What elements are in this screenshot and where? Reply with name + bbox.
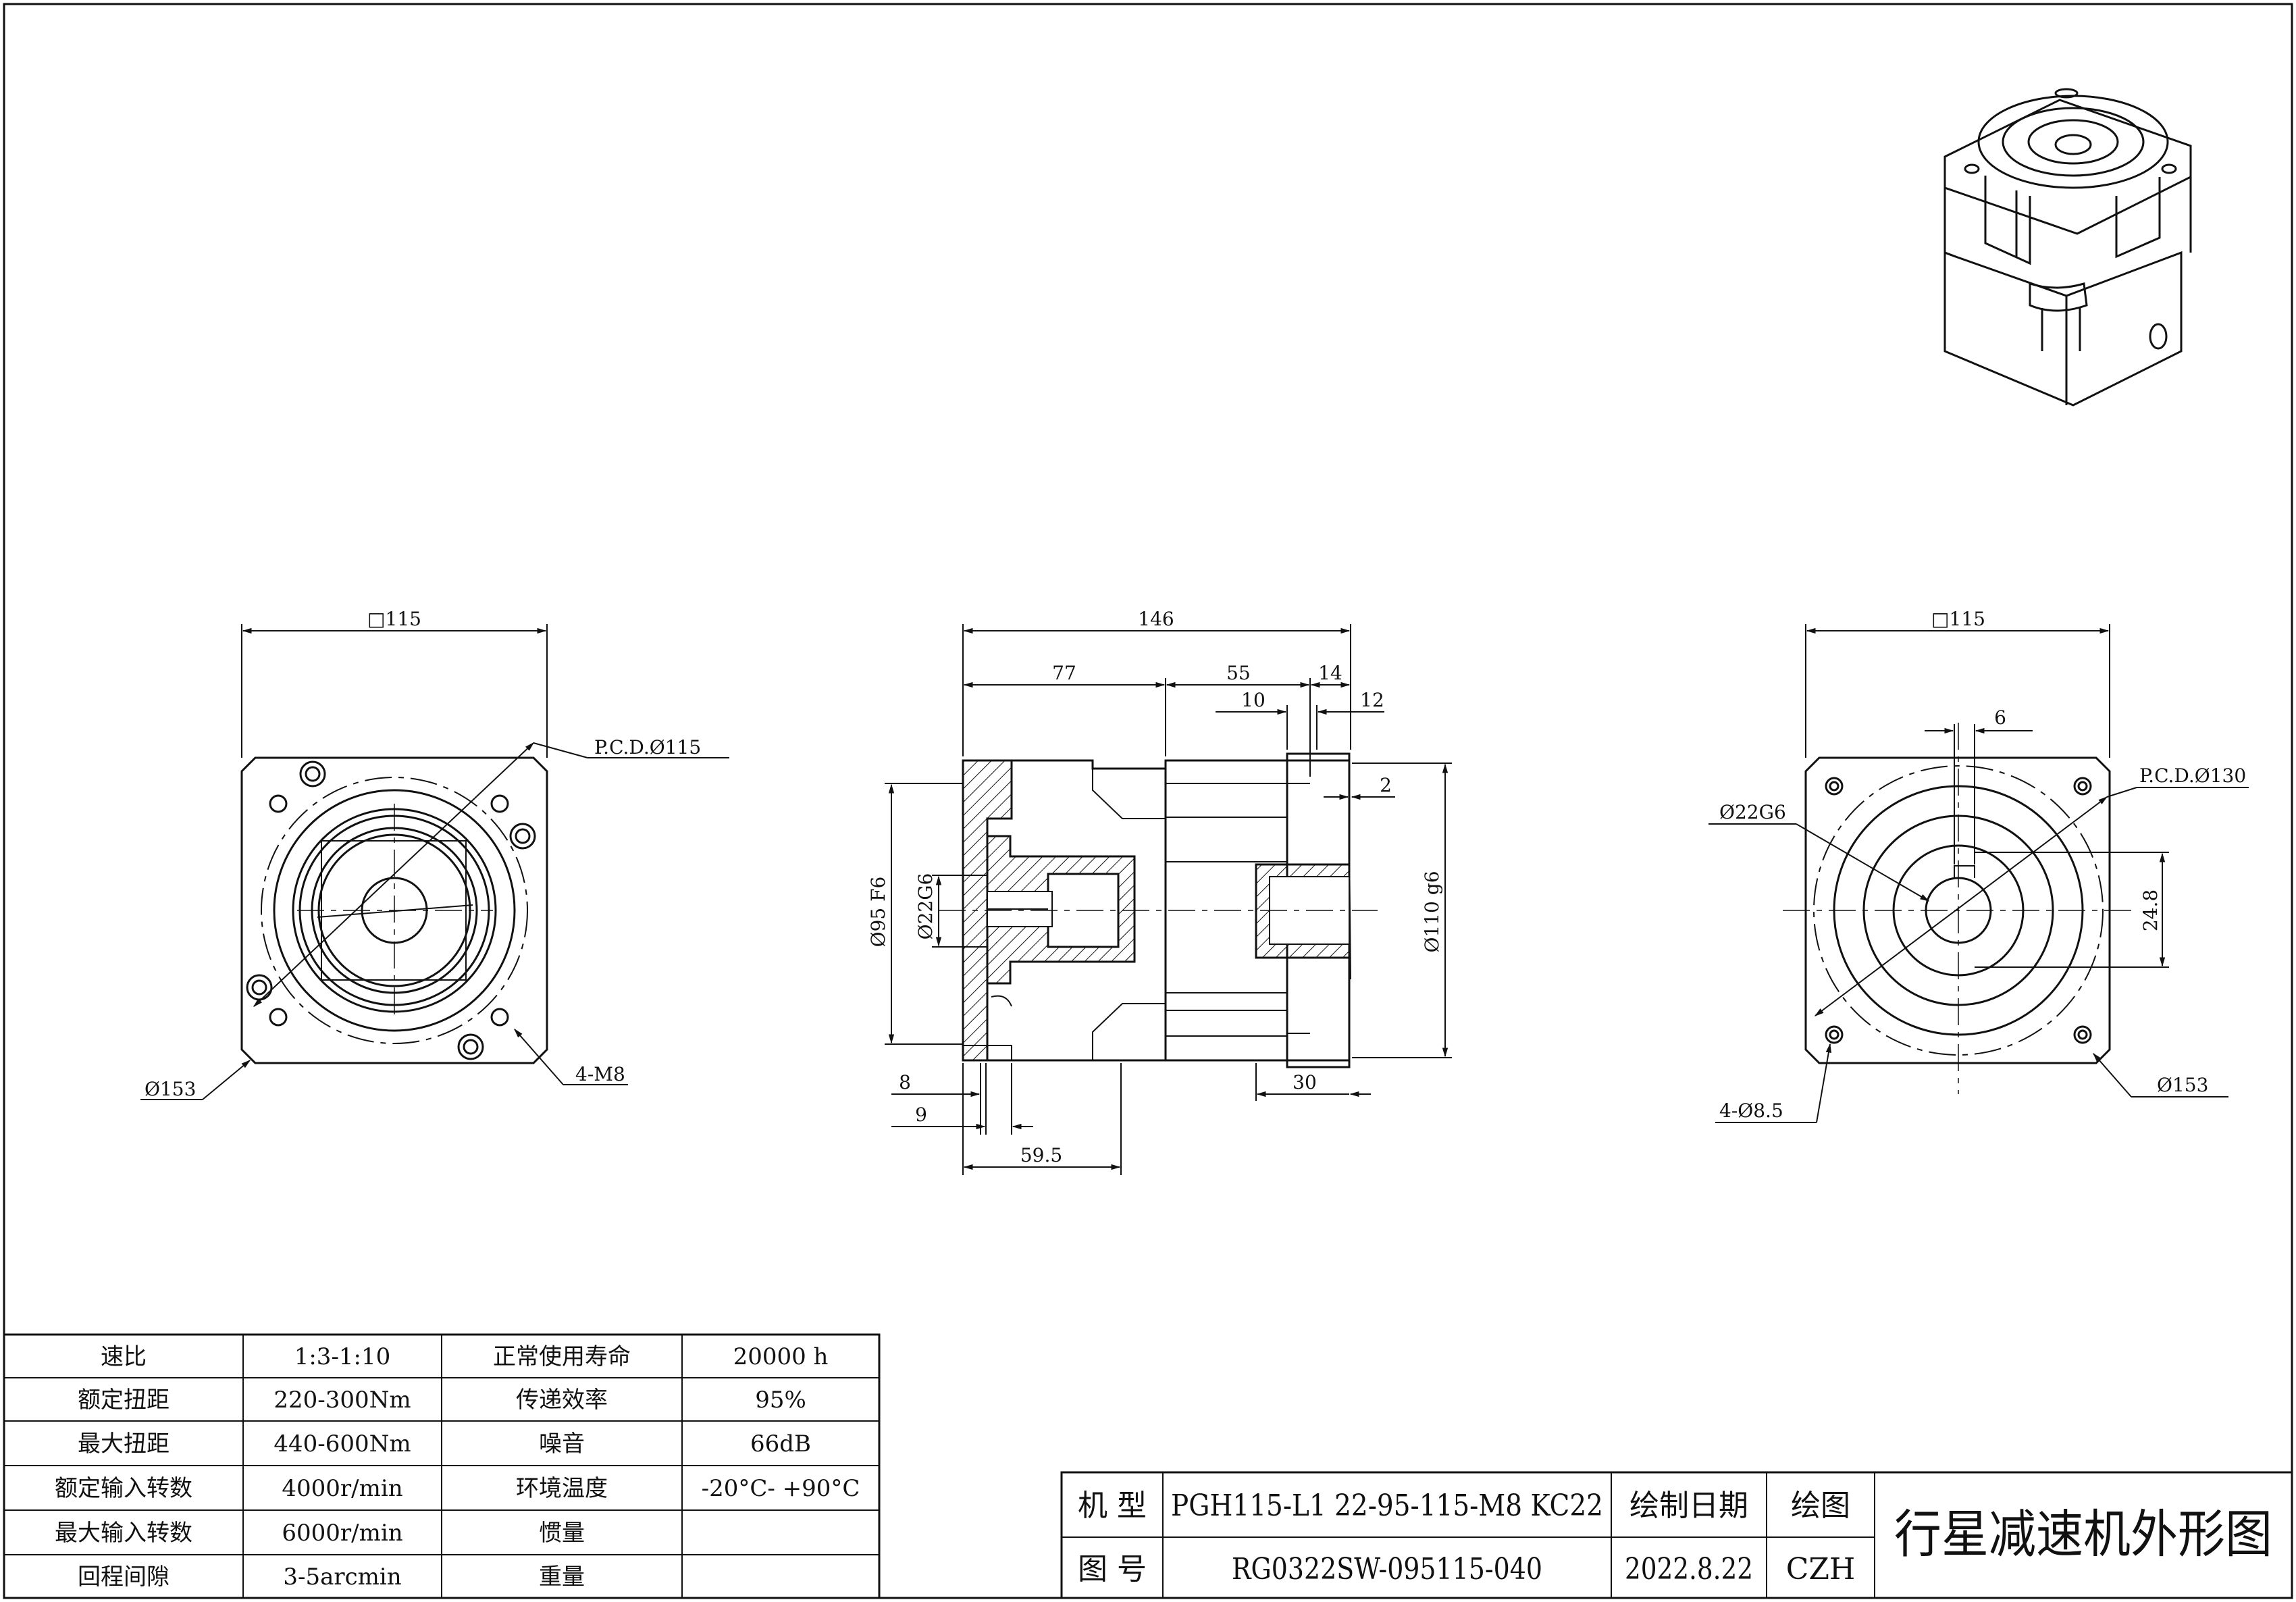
isometric-view bbox=[1943, 88, 2192, 407]
model-value: PGH115-L1 22-95-115-M8 KC22 bbox=[1171, 1489, 1603, 1523]
drawing-title: 行星减速机外形图 bbox=[1894, 1504, 2272, 1564]
side-dimension-text: 146 77 55 14 10 12 2 Ø95 F6 Ø22G6 Ø110 g… bbox=[867, 608, 1443, 1166]
input-bore-diameter-label: Ø22G6 bbox=[914, 873, 937, 940]
drawn-by-value: CZH bbox=[1786, 1552, 1856, 1586]
side-view bbox=[939, 752, 1378, 1068]
spec-param-8: 环境温度 bbox=[516, 1475, 608, 1502]
drawing-no-label: 图 号 bbox=[1078, 1552, 1147, 1586]
body-length-label: 55 bbox=[1226, 662, 1251, 684]
output-shaft-length-label: 30 bbox=[1293, 1071, 1317, 1093]
spec-value-1: 1:3-1:10 bbox=[294, 1343, 391, 1370]
spec-table-grid bbox=[3, 1333, 881, 1599]
spec-value-4: 95% bbox=[755, 1387, 806, 1414]
spec-value-11: 3-5arcmin bbox=[283, 1564, 401, 1591]
drawn-by-label: 绘图 bbox=[1791, 1489, 1850, 1523]
input-length-label: 77 bbox=[1052, 662, 1076, 684]
flange-length-label: 14 bbox=[1318, 662, 1342, 684]
input-depth-9-label: 9 bbox=[915, 1104, 927, 1126]
spec-param-1: 速比 bbox=[101, 1343, 147, 1370]
output-pilot-diameter-label: Ø110 g6 bbox=[1421, 871, 1443, 952]
front-holes-label: 4-M8 bbox=[575, 1063, 625, 1085]
spec-value-8: -20°C- +90°C bbox=[702, 1475, 860, 1502]
key-height-label: 24.8 bbox=[2139, 889, 2162, 931]
ring-width-label: 10 bbox=[1241, 689, 1266, 711]
drawing-no-value: RG0322SW-095115-040 bbox=[1232, 1552, 1542, 1586]
spec-param-3: 额定扭距 bbox=[78, 1387, 169, 1414]
title-block-grid bbox=[1060, 1471, 2293, 1599]
title-block: 机 型 PGH115-L1 22-95-115-M8 KC22 绘制日期 绘图 … bbox=[1078, 1489, 2272, 1586]
spec-table: 速比 1:3-1:10 正常使用寿命 20000 h 额定扭距 220-300N… bbox=[55, 1343, 860, 1591]
spec-param-4: 传递效率 bbox=[516, 1387, 608, 1414]
rear-dimension-text: □115 6 Ø22G6 P.C.D.Ø130 24.8 4-Ø8.5 Ø153 bbox=[1719, 608, 2246, 1122]
front-diameter-label: Ø153 bbox=[145, 1078, 196, 1100]
input-depth-8-label: 8 bbox=[899, 1071, 911, 1093]
date-value: 2022.8.22 bbox=[1625, 1552, 1753, 1586]
model-label: 机 型 bbox=[1078, 1489, 1147, 1523]
spec-value-5: 440-600Nm bbox=[273, 1430, 411, 1457]
spec-param-7: 额定输入转数 bbox=[55, 1475, 192, 1502]
rear-holes-label: 4-Ø8.5 bbox=[1719, 1100, 1783, 1122]
front-pcd-label: P.C.D.Ø115 bbox=[594, 736, 701, 758]
front-dimensions bbox=[140, 624, 729, 1100]
spec-param-2: 正常使用寿命 bbox=[493, 1343, 631, 1370]
key-width-label: 6 bbox=[1994, 706, 2006, 729]
spec-value-9: 6000r/min bbox=[282, 1520, 402, 1547]
overall-length-label: 146 bbox=[1138, 608, 1174, 630]
side-dimensions bbox=[885, 624, 1452, 1175]
pilot-offset-label: 2 bbox=[1380, 774, 1392, 796]
spec-param-9: 最大输入转数 bbox=[55, 1520, 192, 1547]
spec-param-5: 最大扭距 bbox=[78, 1430, 169, 1457]
input-depth-595-label: 59.5 bbox=[1020, 1144, 1062, 1166]
spec-value-2: 20000 h bbox=[733, 1343, 829, 1370]
spec-param-11: 回程间隙 bbox=[78, 1564, 169, 1591]
spec-param-10: 惯量 bbox=[539, 1520, 585, 1547]
front-square-label: □115 bbox=[367, 608, 421, 630]
spec-param-6: 噪音 bbox=[539, 1430, 585, 1457]
rear-dimensions bbox=[1708, 624, 2249, 1123]
pilot-width-label: 12 bbox=[1360, 689, 1384, 711]
front-dimension-text: □115 P.C.D.Ø115 Ø153 4-M8 bbox=[145, 608, 701, 1100]
spec-value-6: 66dB bbox=[750, 1430, 811, 1457]
rear-square-label: □115 bbox=[1931, 608, 1985, 630]
rear-shaft-diameter-label: Ø22G6 bbox=[1719, 801, 1786, 823]
rear-diameter-label: Ø153 bbox=[2157, 1074, 2208, 1096]
input-pilot-diameter-label: Ø95 F6 bbox=[867, 877, 889, 948]
front-flange-square bbox=[240, 756, 548, 1064]
spec-value-7: 4000r/min bbox=[282, 1475, 402, 1502]
spec-param-12: 重量 bbox=[539, 1564, 585, 1591]
spec-value-3: 220-300Nm bbox=[273, 1387, 411, 1414]
front-view bbox=[240, 756, 548, 1064]
date-label: 绘制日期 bbox=[1629, 1489, 1748, 1523]
rear-pcd-label: P.C.D.Ø130 bbox=[2139, 765, 2246, 787]
